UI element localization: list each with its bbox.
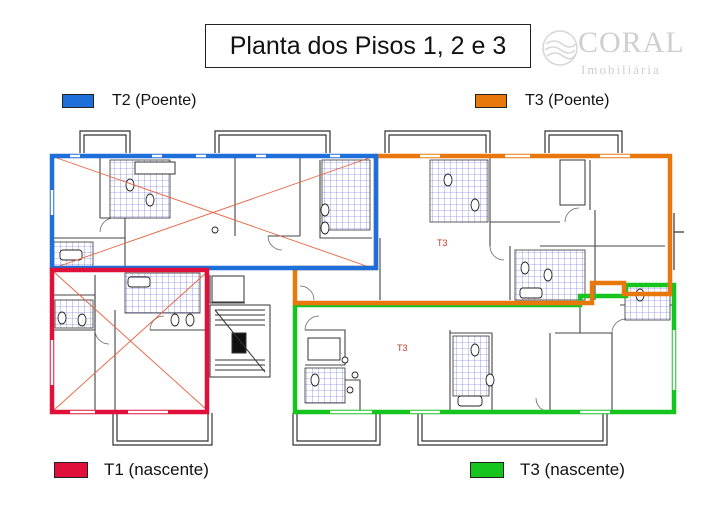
void-crosses	[53, 156, 373, 411]
legend-item-t2-poente: T2 (Poente)	[62, 92, 196, 110]
stairs	[209, 275, 271, 378]
balconies	[79, 130, 684, 446]
logo-name: CORAL	[578, 26, 685, 59]
legend-label: T1 (nascente)	[104, 460, 209, 479]
legend-item-t1-nascente: T1 (nascente)	[54, 460, 209, 480]
title-text: Planta dos Pisos 1, 2 e 3	[229, 31, 507, 60]
legend-item-t3-nascente: T3 (nascente)	[470, 460, 625, 480]
coral-logo	[542, 30, 578, 66]
kitchen-counters	[134, 159, 586, 361]
legend-label: T3 (nascente)	[520, 460, 625, 479]
page-title: Planta dos Pisos 1, 2 e 3	[205, 24, 531, 68]
legend-label: T3 (Poente)	[525, 92, 610, 109]
window-openings	[50, 154, 676, 414]
legend-item-t3-poente: T3 (Poente)	[475, 92, 609, 110]
legend-swatch	[470, 462, 504, 478]
legend-swatch	[62, 94, 94, 108]
legend-swatch	[54, 462, 88, 478]
zone-outline-t2-poente	[49, 153, 379, 271]
fixtures	[57, 173, 645, 407]
tiled-areas	[52, 159, 671, 404]
plan-label-t3-nascente: T3	[397, 343, 408, 353]
plan-label-t3-poente: T3	[437, 238, 448, 248]
legend-swatch	[475, 94, 507, 108]
logo-subtitle: Imobiliária	[581, 62, 661, 77]
legend-label: T2 (Poente)	[112, 92, 197, 109]
